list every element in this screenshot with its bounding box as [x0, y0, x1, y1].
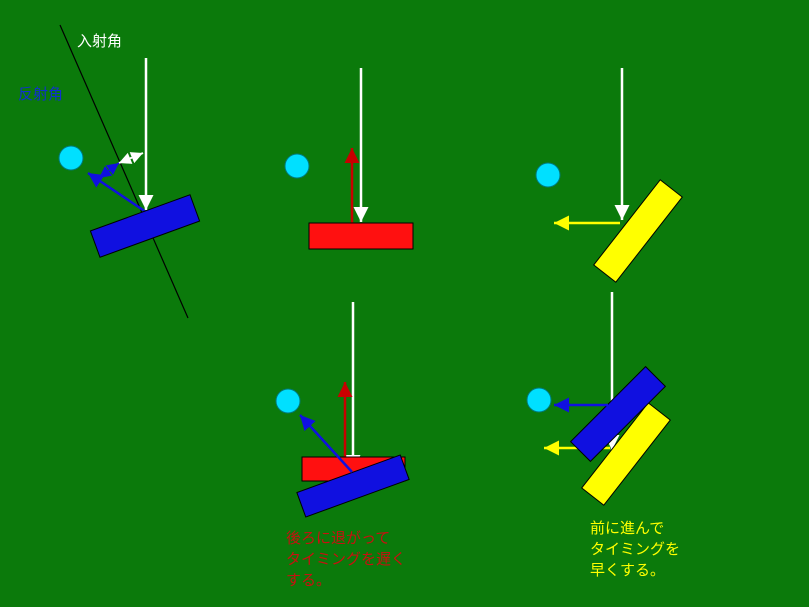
yellow-paddle: [581, 402, 671, 506]
blue-paddle: [569, 365, 667, 463]
blue-paddle: [296, 454, 410, 518]
red-paddle: [308, 222, 414, 250]
ball: [284, 153, 310, 179]
incident-angle-label: 入射角: [77, 32, 123, 50]
caption-step-back: 後ろに退がって タイミングを遅く する。: [286, 528, 406, 591]
reflection-angle-label: 反射角: [18, 85, 64, 103]
panel-red-step-back: [275, 302, 410, 518]
ball: [275, 388, 301, 414]
panel-yellow-step-forward: [526, 292, 671, 506]
reflection-angle-arrow: [98, 162, 120, 179]
caption-line: 後ろに退がって: [286, 529, 391, 547]
caption-step-forward: 前に進んで タイミングを 早くする。: [590, 518, 680, 581]
panel-steep-yellow: [535, 68, 683, 283]
caption-line: 前に進んで: [590, 519, 665, 537]
ball: [535, 162, 561, 188]
normal-line: [59, 24, 189, 319]
caption-line: タイミングを遅く: [286, 550, 407, 568]
panel-flat-red: [284, 68, 414, 250]
yellow-paddle: [593, 179, 683, 283]
reflected-arrow-blue: [299, 414, 353, 473]
caption-line: 早くする。: [590, 561, 666, 579]
caption-line: する。: [286, 571, 332, 589]
ball: [526, 387, 552, 413]
panel-angled-blue: [58, 24, 201, 319]
reflected-arrow: [87, 171, 147, 214]
incident-angle-arrow: [118, 152, 144, 164]
caption-line: タイミングを: [590, 540, 681, 558]
ball: [58, 145, 84, 171]
blue-paddle: [89, 194, 201, 258]
